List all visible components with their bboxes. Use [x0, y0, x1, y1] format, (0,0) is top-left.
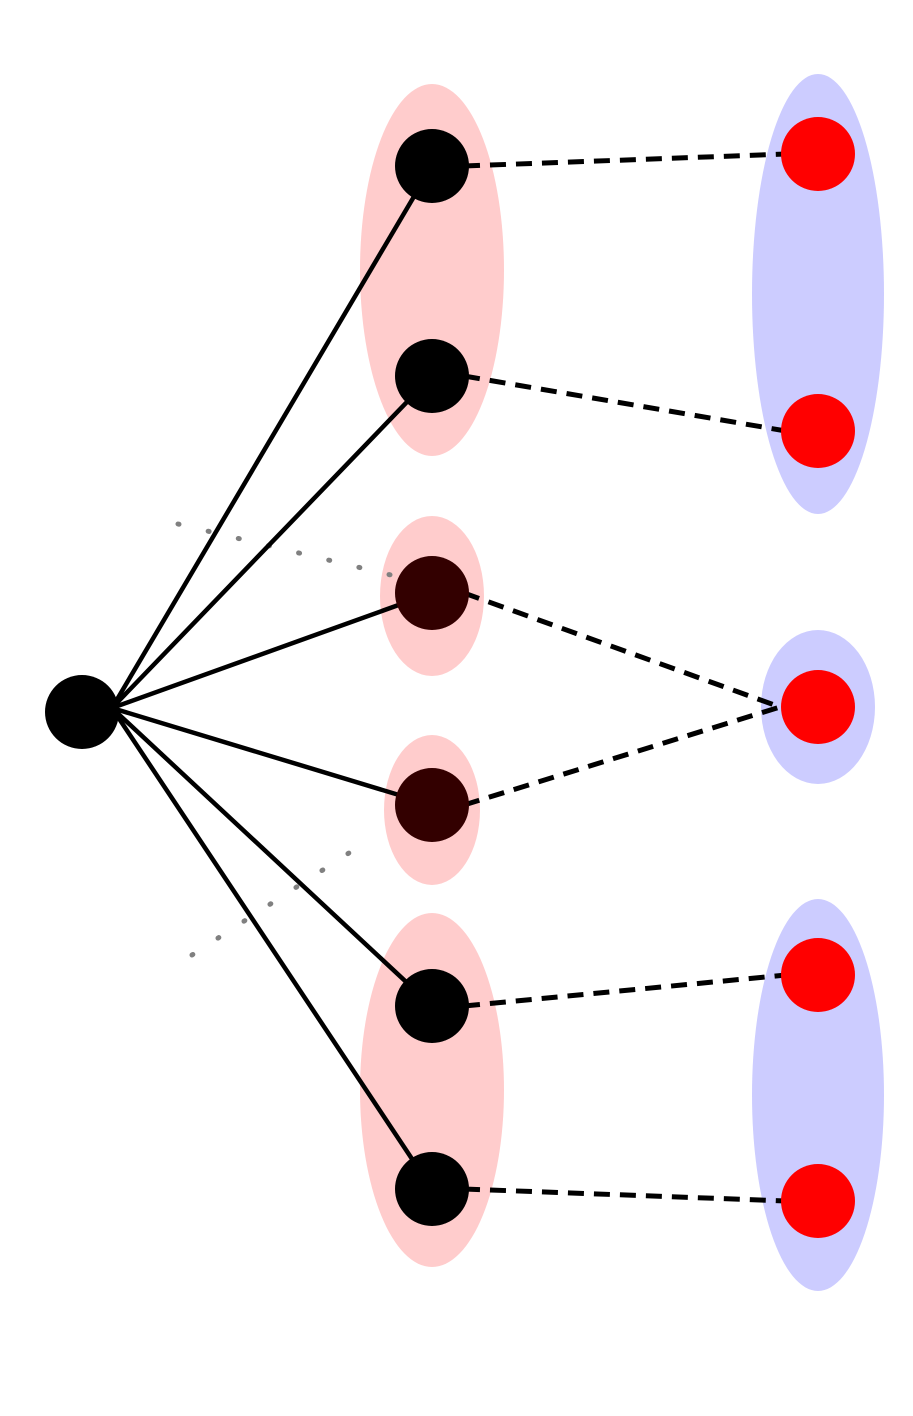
right-node-r3 [781, 670, 855, 744]
root-node [45, 675, 119, 749]
right-node-r2 [781, 394, 855, 468]
dashed-edge-m2-r2 [463, 373, 787, 434]
right-node-r5 [781, 1164, 855, 1238]
middle-node-m5 [395, 969, 469, 1043]
edges-layer [110, 151, 787, 1204]
solid-edge-root-m2 [110, 374, 434, 710]
dashed-edge-m5-r4 [463, 972, 787, 1009]
solid-edge-root-m5 [110, 706, 434, 1008]
middle-group-ellipse-mg1 [360, 84, 504, 456]
middle-node-m1 [395, 129, 469, 203]
solid-edge-root-m1 [110, 164, 434, 710]
dashed-edge-m1-r1 [463, 151, 787, 169]
nodes-layer [45, 117, 855, 1238]
middle-node-m4 [395, 768, 469, 842]
dashed-edge-m3-r3 [463, 590, 781, 710]
right-group-ellipse-rg1 [752, 74, 884, 514]
dashed-edge-m6-r5 [463, 1186, 787, 1204]
solid-edge-root-m3 [111, 590, 433, 711]
dashed-edge-m4-r3 [463, 704, 781, 808]
middle-node-m6 [395, 1152, 469, 1226]
dotted-guide-lower [189, 835, 375, 958]
right-node-r1 [781, 117, 855, 191]
solid-edge-root-m4 [111, 705, 433, 808]
dotted-guide-upper [175, 521, 398, 579]
solid-edge-root-m6 [110, 706, 434, 1191]
right-node-r4 [781, 938, 855, 1012]
middle-node-m2 [395, 339, 469, 413]
middle-node-m3 [395, 556, 469, 630]
dotted-guides-layer [175, 521, 398, 958]
